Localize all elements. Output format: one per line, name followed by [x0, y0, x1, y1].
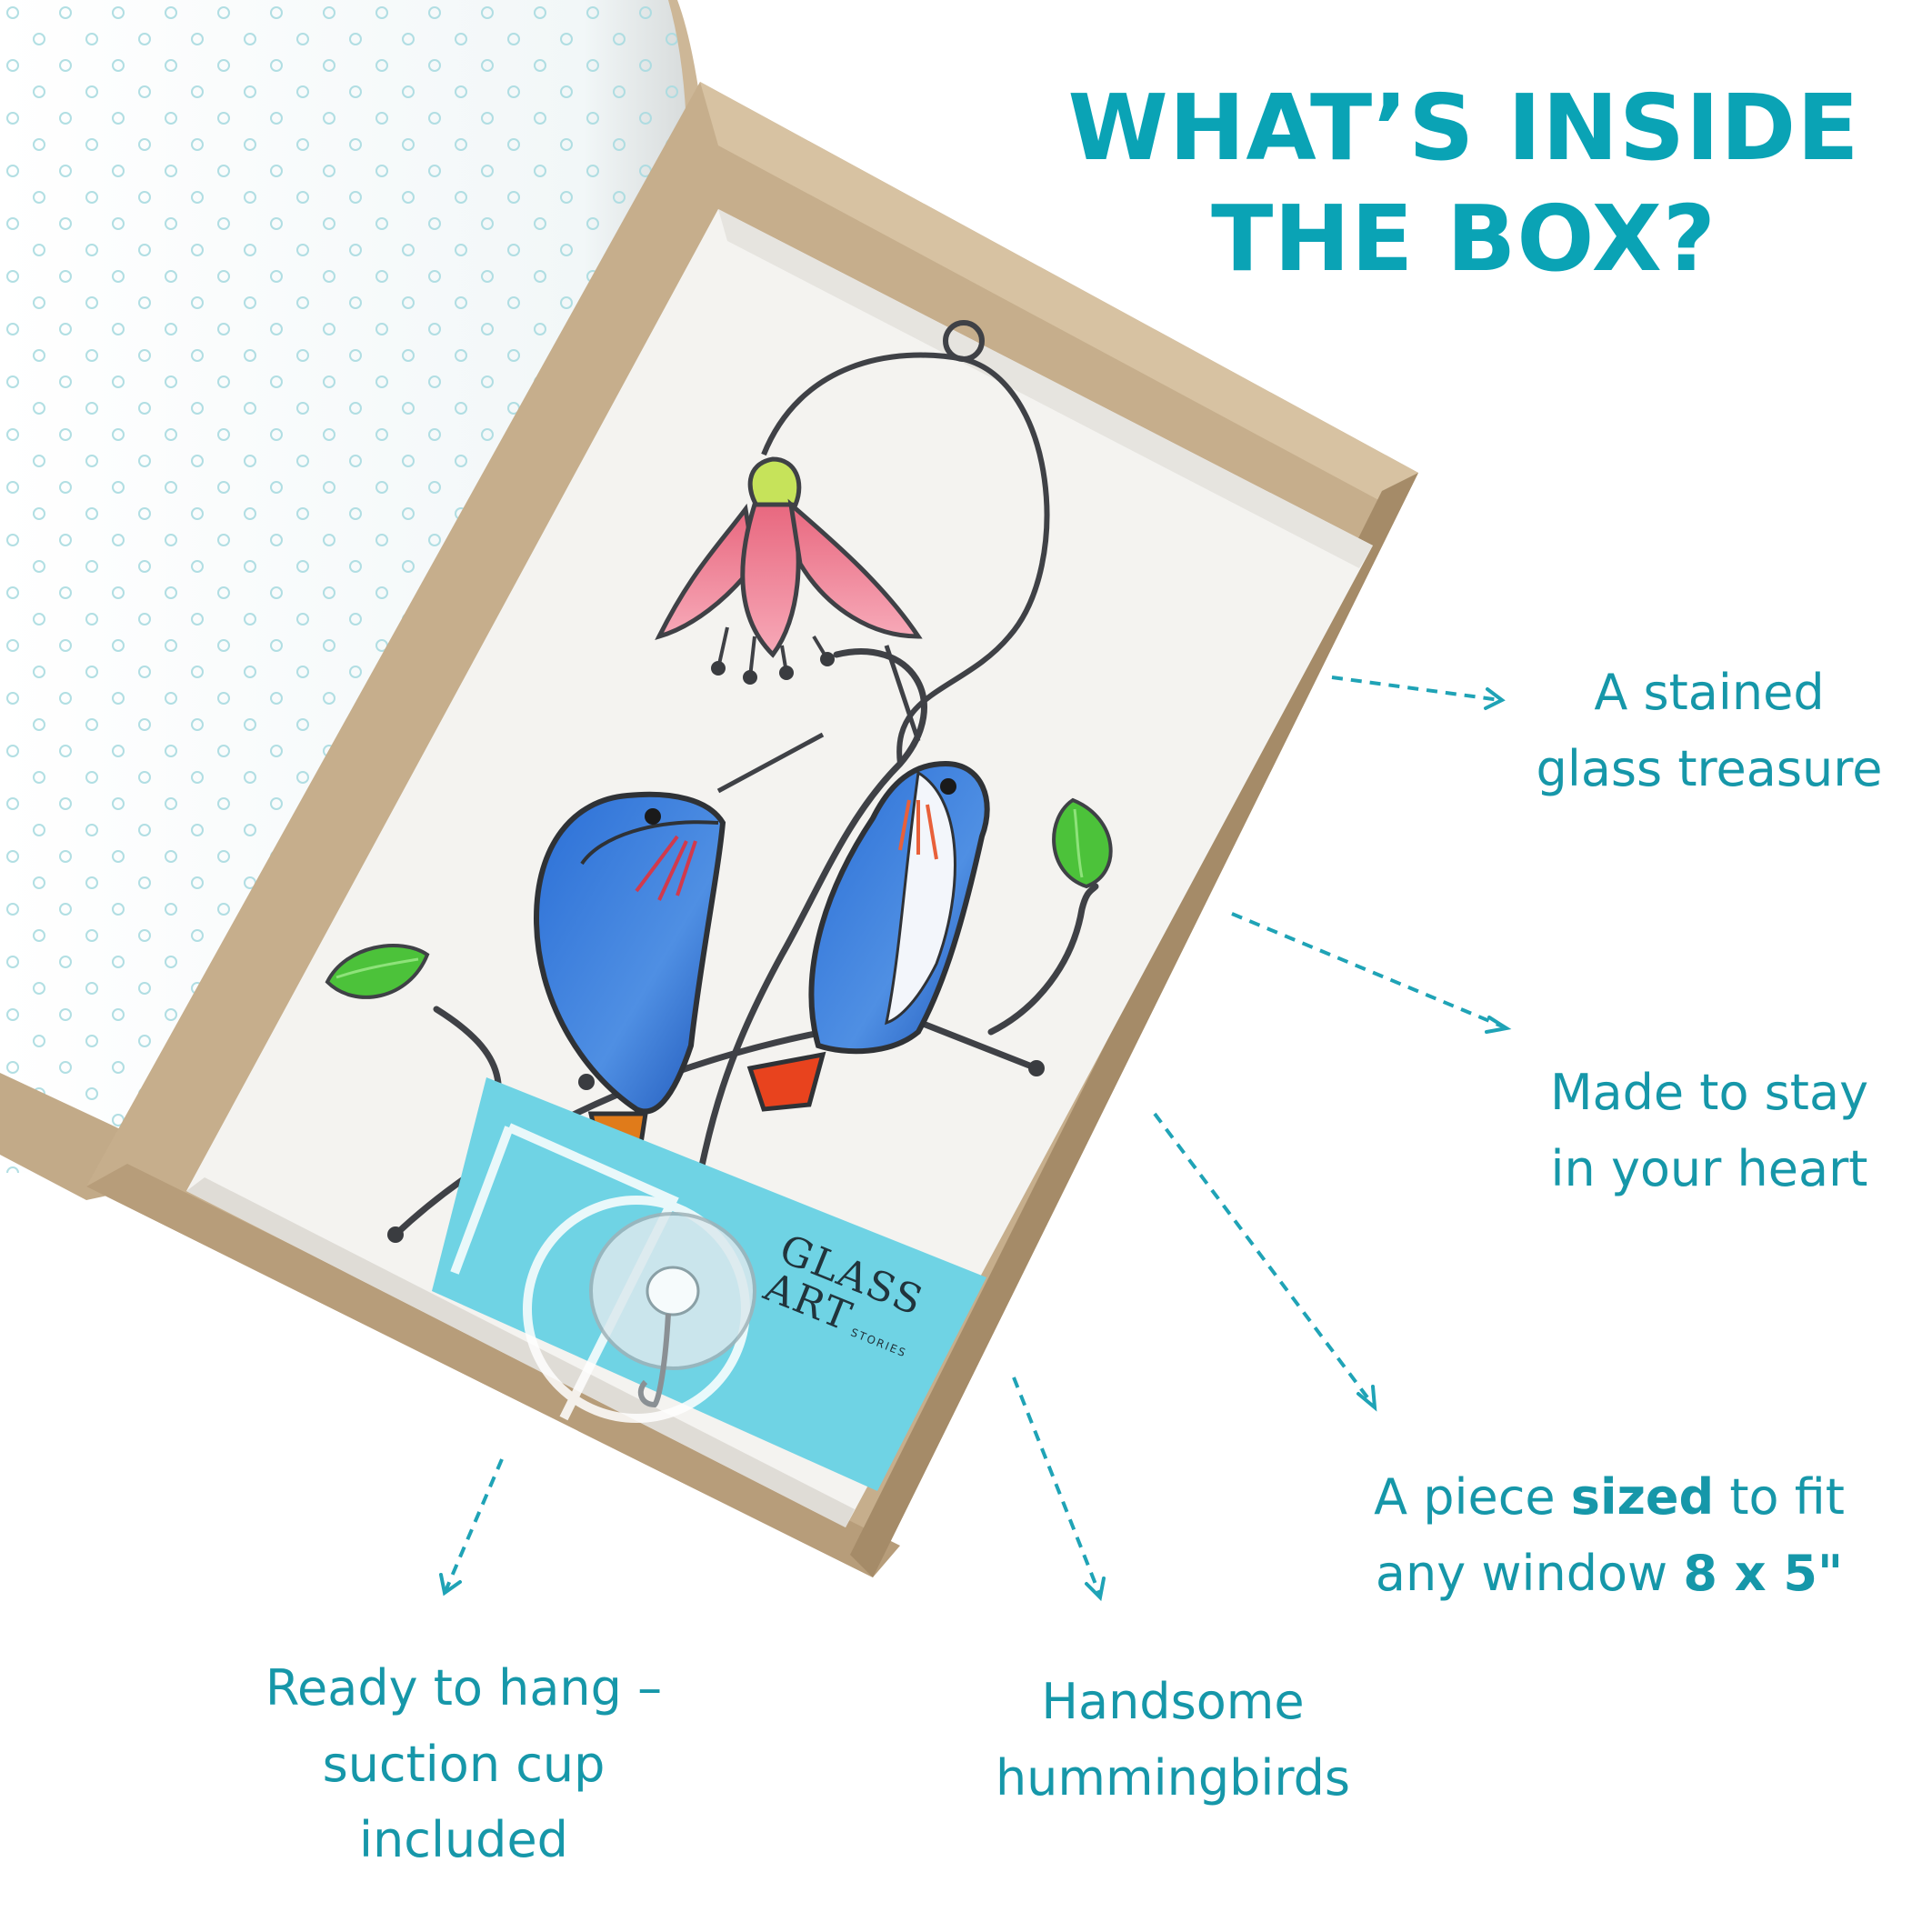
- callout-arrows: [444, 676, 1506, 1597]
- leaf-left: [325, 944, 430, 999]
- suction-cup: [589, 1212, 756, 1408]
- pink-flower: [655, 456, 923, 685]
- leaf-right: [1052, 797, 1113, 889]
- hanging-wire: [761, 320, 1050, 765]
- label-ready-to-hang: Ready to hang – suction cup included: [265, 1659, 663, 1869]
- page-title-line1: WHAT’S INSIDE: [1067, 75, 1860, 181]
- label-handsome-hummingbirds: Handsome hummingbirds: [995, 1673, 1351, 1807]
- hummingbird-right: [746, 645, 990, 1112]
- callout-arrowheads: [439, 687, 1512, 1602]
- label-sized-to-fit: A piece sized to fit any window 8 x 5": [1374, 1468, 1845, 1602]
- page-title-line2: THE BOX?: [1211, 185, 1717, 292]
- brand-card: [432, 1077, 986, 1491]
- label-stained-glass-treasure: A stained glass treasure: [1536, 664, 1883, 797]
- label-made-to-stay: Made to stay in your heart: [1549, 1064, 1869, 1197]
- box-tray: [86, 82, 1418, 1577]
- box-lid: [0, 0, 700, 1200]
- page-title: WHAT’S INSIDE THE BOX?: [1027, 73, 1900, 295]
